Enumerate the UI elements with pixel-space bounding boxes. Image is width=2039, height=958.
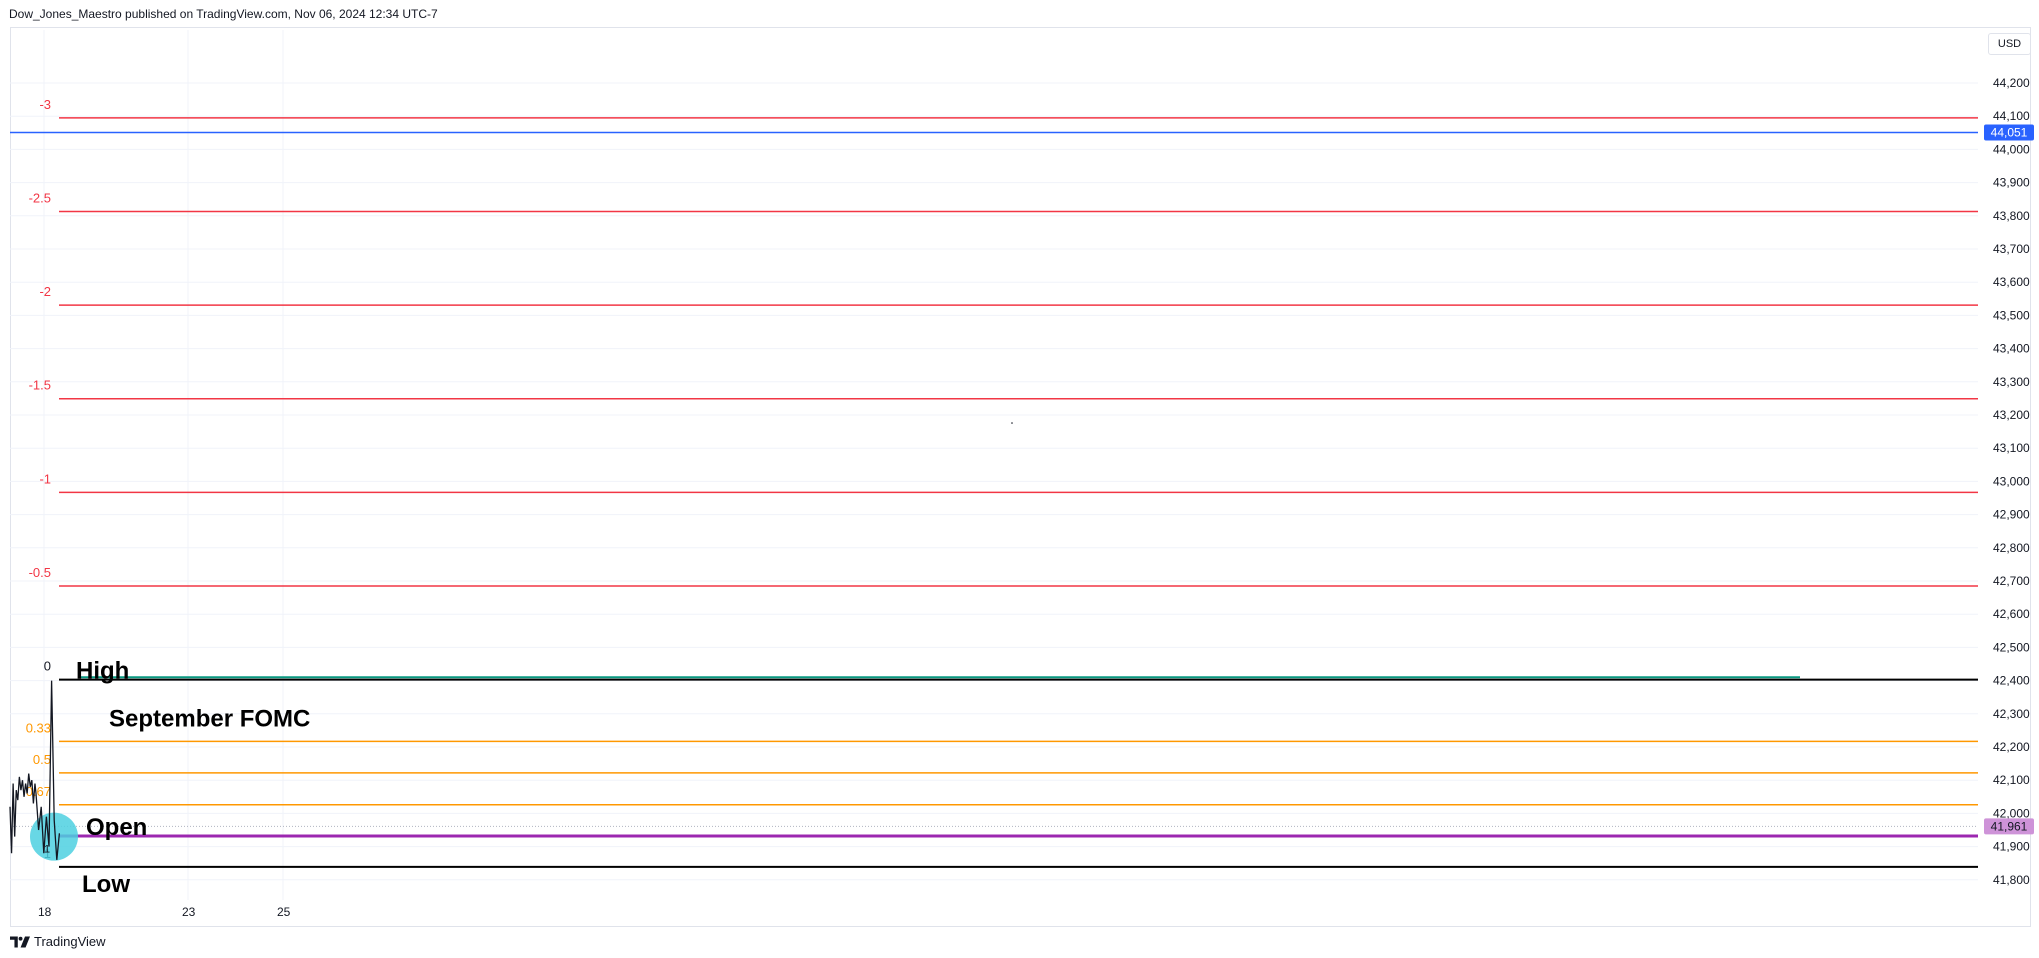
y-tick-label: 43,400 — [1993, 342, 2030, 356]
current-price-tag — [1984, 124, 2034, 141]
y-tick-label: 42,900 — [1993, 508, 2030, 522]
annotation-low: Low — [82, 871, 130, 898]
chart-frame — [10, 27, 2031, 927]
marker-label: 1 — [44, 844, 50, 856]
y-tick-label: 43,100 — [1993, 441, 2030, 455]
footer-brand[interactable]: TradingView — [34, 934, 106, 949]
fib-level-label: 0 — [44, 659, 51, 674]
y-tick-label: 42,600 — [1993, 607, 2030, 621]
fib-level-label: 0.67 — [26, 784, 51, 799]
y-tick-label: 43,200 — [1993, 408, 2030, 422]
annotation-open: Open — [86, 814, 147, 841]
y-tick-label: 41,900 — [1993, 840, 2030, 854]
annotation-event: September FOMC — [109, 705, 310, 732]
y-tick-label: 43,900 — [1993, 176, 2030, 190]
current-price-tag-label: 44,051 — [1991, 125, 2028, 139]
fib-level-label: -1 — [39, 471, 51, 486]
x-tick-label: 23 — [182, 905, 196, 919]
fib-level-label: -2.5 — [29, 190, 51, 205]
y-tick-label: 41,800 — [1993, 873, 2030, 887]
y-tick-label: 43,300 — [1993, 375, 2030, 389]
fib-level-label: -1.5 — [29, 378, 51, 393]
fib-level-label: -0.5 — [29, 565, 51, 580]
y-tick-label: 42,100 — [1993, 773, 2030, 787]
open-price-tag-label: 41,961 — [1991, 819, 2028, 833]
y-tick-label: 43,000 — [1993, 474, 2030, 488]
y-tick-label: 42,800 — [1993, 541, 2030, 555]
x-tick-label: 25 — [277, 905, 291, 919]
fib-level-label: 0.33 — [26, 720, 51, 735]
fib-level-label: 0.5 — [33, 752, 51, 767]
y-tick-label: 43,600 — [1993, 275, 2030, 289]
y-tick-label: 42,400 — [1993, 674, 2030, 688]
y-tick-label: 44,200 — [1993, 76, 2030, 90]
y-tick-label: 44,000 — [1993, 142, 2030, 156]
y-tick-label: 43,800 — [1993, 209, 2030, 223]
y-tick-label: 42,300 — [1993, 707, 2030, 721]
footer: TradingView — [10, 934, 106, 949]
open-price-tag — [1984, 818, 2034, 835]
tradingview-logo-icon[interactable] — [10, 935, 30, 948]
y-tick-label: 42,500 — [1993, 640, 2030, 654]
price-series-line — [9, 680, 61, 860]
y-tick-label: 42,200 — [1993, 740, 2030, 754]
fib-level-label: -3 — [39, 97, 51, 112]
stray-point — [1011, 422, 1013, 424]
y-tick-label: 42,700 — [1993, 574, 2030, 588]
annotation-high: High — [76, 658, 129, 685]
currency-button[interactable]: USD — [1988, 33, 2031, 55]
y-tick-label: 43,500 — [1993, 308, 2030, 322]
y-tick-label: 42,000 — [1993, 806, 2030, 820]
x-tick-label: 18 — [38, 905, 52, 919]
fib-level-label: -2 — [39, 284, 51, 299]
y-tick-label: 43,700 — [1993, 242, 2030, 256]
publisher-header: Dow_Jones_Maestro published on TradingVi… — [9, 7, 438, 21]
y-tick-label: 44,100 — [1993, 109, 2030, 123]
